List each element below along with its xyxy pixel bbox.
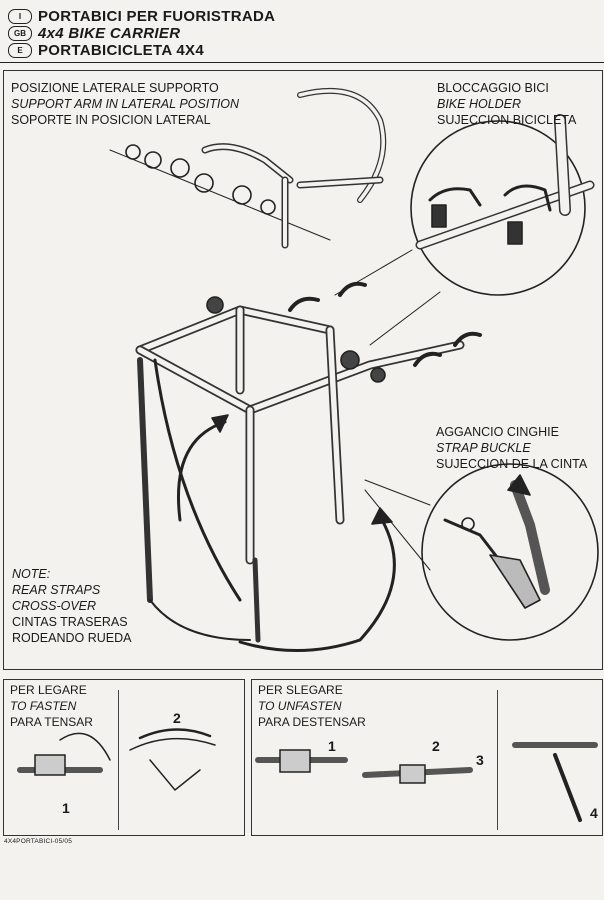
unfasten-en: TO UNFASTEN: [258, 699, 342, 713]
callout-support-arm-en: SUPPORT ARM IN LATERAL POSITION: [11, 97, 240, 111]
step-number: 2: [432, 738, 440, 754]
header-row-spanish: E PORTABICICLETA 4X4: [8, 42, 598, 59]
main-illustration-panel: [3, 70, 603, 670]
note-rear-straps: NOTE: REAR STRAPS CROSS-OVER CINTAS TRAS…: [12, 566, 131, 646]
callout-support-arm: POSIZIONE LATERALE SUPPORTO SUPPORT ARM …: [11, 80, 239, 128]
step-number: 1: [328, 738, 336, 754]
callout-strap-buckle-en: STRAP BUCKLE: [436, 441, 531, 455]
callout-support-arm-es: SOPORTE IN POSICION LATERAL: [11, 113, 211, 127]
fasten-panel: [3, 679, 245, 836]
callout-bike-holder-es: SUJECCION BICICLETA: [437, 113, 577, 127]
header-divider: [0, 62, 604, 63]
note-line-2: CROSS-OVER: [12, 599, 97, 613]
note-line-4: RODEANDO RUEDA: [12, 631, 132, 645]
step-number: 1: [62, 800, 70, 816]
title-italian: PORTABICI PER FUORISTRADA: [38, 8, 276, 25]
callout-support-arm-it: POSIZIONE LATERALE SUPPORTO: [11, 81, 219, 95]
unfasten-es: PARA DESTENSAR: [258, 715, 366, 729]
language-flag-english: GB: [8, 26, 32, 41]
fasten-en: TO FASTEN: [10, 699, 77, 713]
callout-strap-buckle-it: AGGANCIO CINGHIE: [436, 425, 559, 439]
fasten-instructions: PER LEGARE TO FASTEN PARA TENSAR: [10, 682, 93, 730]
title-english: 4x4 BIKE CARRIER: [38, 25, 181, 42]
callout-strap-buckle-es: SUJECCION DE LA CINTA: [436, 457, 588, 471]
step-number: 3: [476, 752, 484, 768]
language-flag-spanish: E: [8, 43, 32, 58]
unfasten-instructions: PER SLEGARE TO UNFASTEN PARA DESTENSAR: [258, 682, 366, 730]
unfasten-panel: [251, 679, 603, 836]
header-row-english: GB 4x4 BIKE CARRIER: [8, 25, 598, 42]
note-line-3: CINTAS TRASERAS: [12, 615, 128, 629]
unfasten-it: PER SLEGARE: [258, 683, 343, 697]
title-spanish: PORTABICICLETA 4X4: [38, 42, 204, 59]
step-number: 2: [173, 710, 181, 726]
step-number: 4: [590, 805, 598, 821]
unfasten-panel-divider: [497, 690, 498, 830]
fasten-es: PARA TENSAR: [10, 715, 93, 729]
note-heading: NOTE:: [12, 567, 51, 581]
note-line-1: REAR STRAPS: [12, 583, 101, 597]
fasten-it: PER LEGARE: [10, 683, 87, 697]
language-flag-italian: I: [8, 9, 32, 24]
document-header: I PORTABICI PER FUORISTRADA GB 4x4 BIKE …: [8, 8, 598, 59]
document-code: 4X4PORTABICI-05/05: [4, 838, 73, 845]
callout-bike-holder-it: BLOCCAGGIO BICI: [437, 81, 549, 95]
callout-bike-holder: BLOCCAGGIO BICI BIKE HOLDER SUJECCION BI…: [437, 80, 576, 128]
fasten-panel-divider: [118, 690, 119, 830]
callout-strap-buckle: AGGANCIO CINGHIE STRAP BUCKLE SUJECCION …: [436, 424, 587, 472]
header-row-italian: I PORTABICI PER FUORISTRADA: [8, 8, 598, 25]
callout-bike-holder-en: BIKE HOLDER: [437, 97, 522, 111]
